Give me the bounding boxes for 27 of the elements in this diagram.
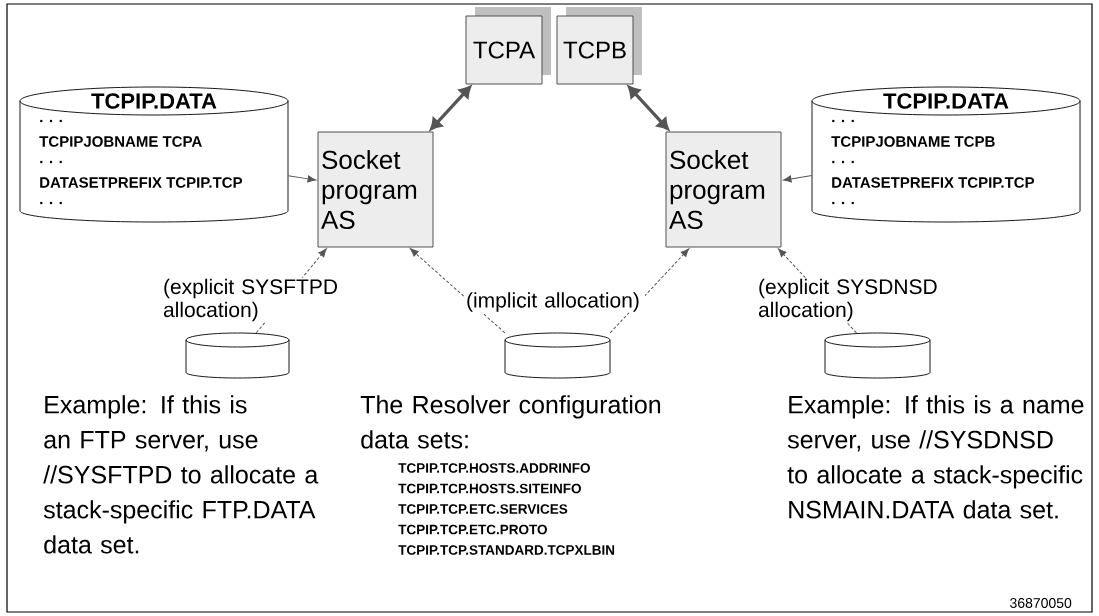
cylinder	[504, 332, 611, 379]
data-set-name: TCPIP.TCP.ETC.PROTO	[398, 524, 547, 535]
cylinder	[824, 332, 931, 379]
note-text: The Resolver configuration data sets:	[360, 395, 661, 449]
arrow	[782, 175, 813, 183]
note-text: Example: If this is a name server, use //SYSDNSD to allocate a stack-specific NSMAIN.DATA data set.	[787, 395, 1084, 519]
arrow	[609, 248, 690, 334]
edge-label: (explicit SYSDNSD allocation)	[757, 277, 949, 323]
cylinder	[185, 332, 290, 379]
arrow	[409, 248, 506, 334]
arrow	[430, 85, 472, 131]
data-set-cylinder: TCPIP.DATA . . . TCPIPJOBNAME TCPB . . . DATASETPREFIX TCPIP.TCP . . .	[811, 86, 1081, 223]
stack-box: TCPB	[556, 7, 642, 85]
arrow	[627, 85, 669, 131]
figure-number: 36870050	[1010, 598, 1072, 608]
stack-box: TCPA	[465, 7, 551, 85]
data-set-name: TCPIP.TCP.STANDARD.TCPXLBIN	[398, 545, 615, 555]
program-box: Socket program AS	[317, 131, 434, 248]
arrow	[287, 175, 317, 183]
program-box: Socket program AS	[665, 131, 782, 248]
edge-label: (implicit allocation)	[465, 291, 645, 313]
edge-label: (explicit SYSFTPD allocation)	[162, 277, 354, 323]
data-set-name: TCPIP.TCP.HOSTS.SITEINFO	[398, 483, 581, 494]
data-set-cylinder: TCPIP.DATA . . . TCPIPJOBNAME TCPA . . . DATASETPREFIX TCPIP.TCP . . .	[19, 86, 289, 223]
data-set-name: TCPIP.TCP.ETC.SERVICES	[398, 504, 568, 514]
note-text: Example: If this is an FTP server, use //SYSFTPD to allocate a stack-specific FTP.DATA data set.	[43, 395, 319, 554]
data-set-name: TCPIP.TCP.HOSTS.ADDRINFO	[398, 463, 590, 473]
